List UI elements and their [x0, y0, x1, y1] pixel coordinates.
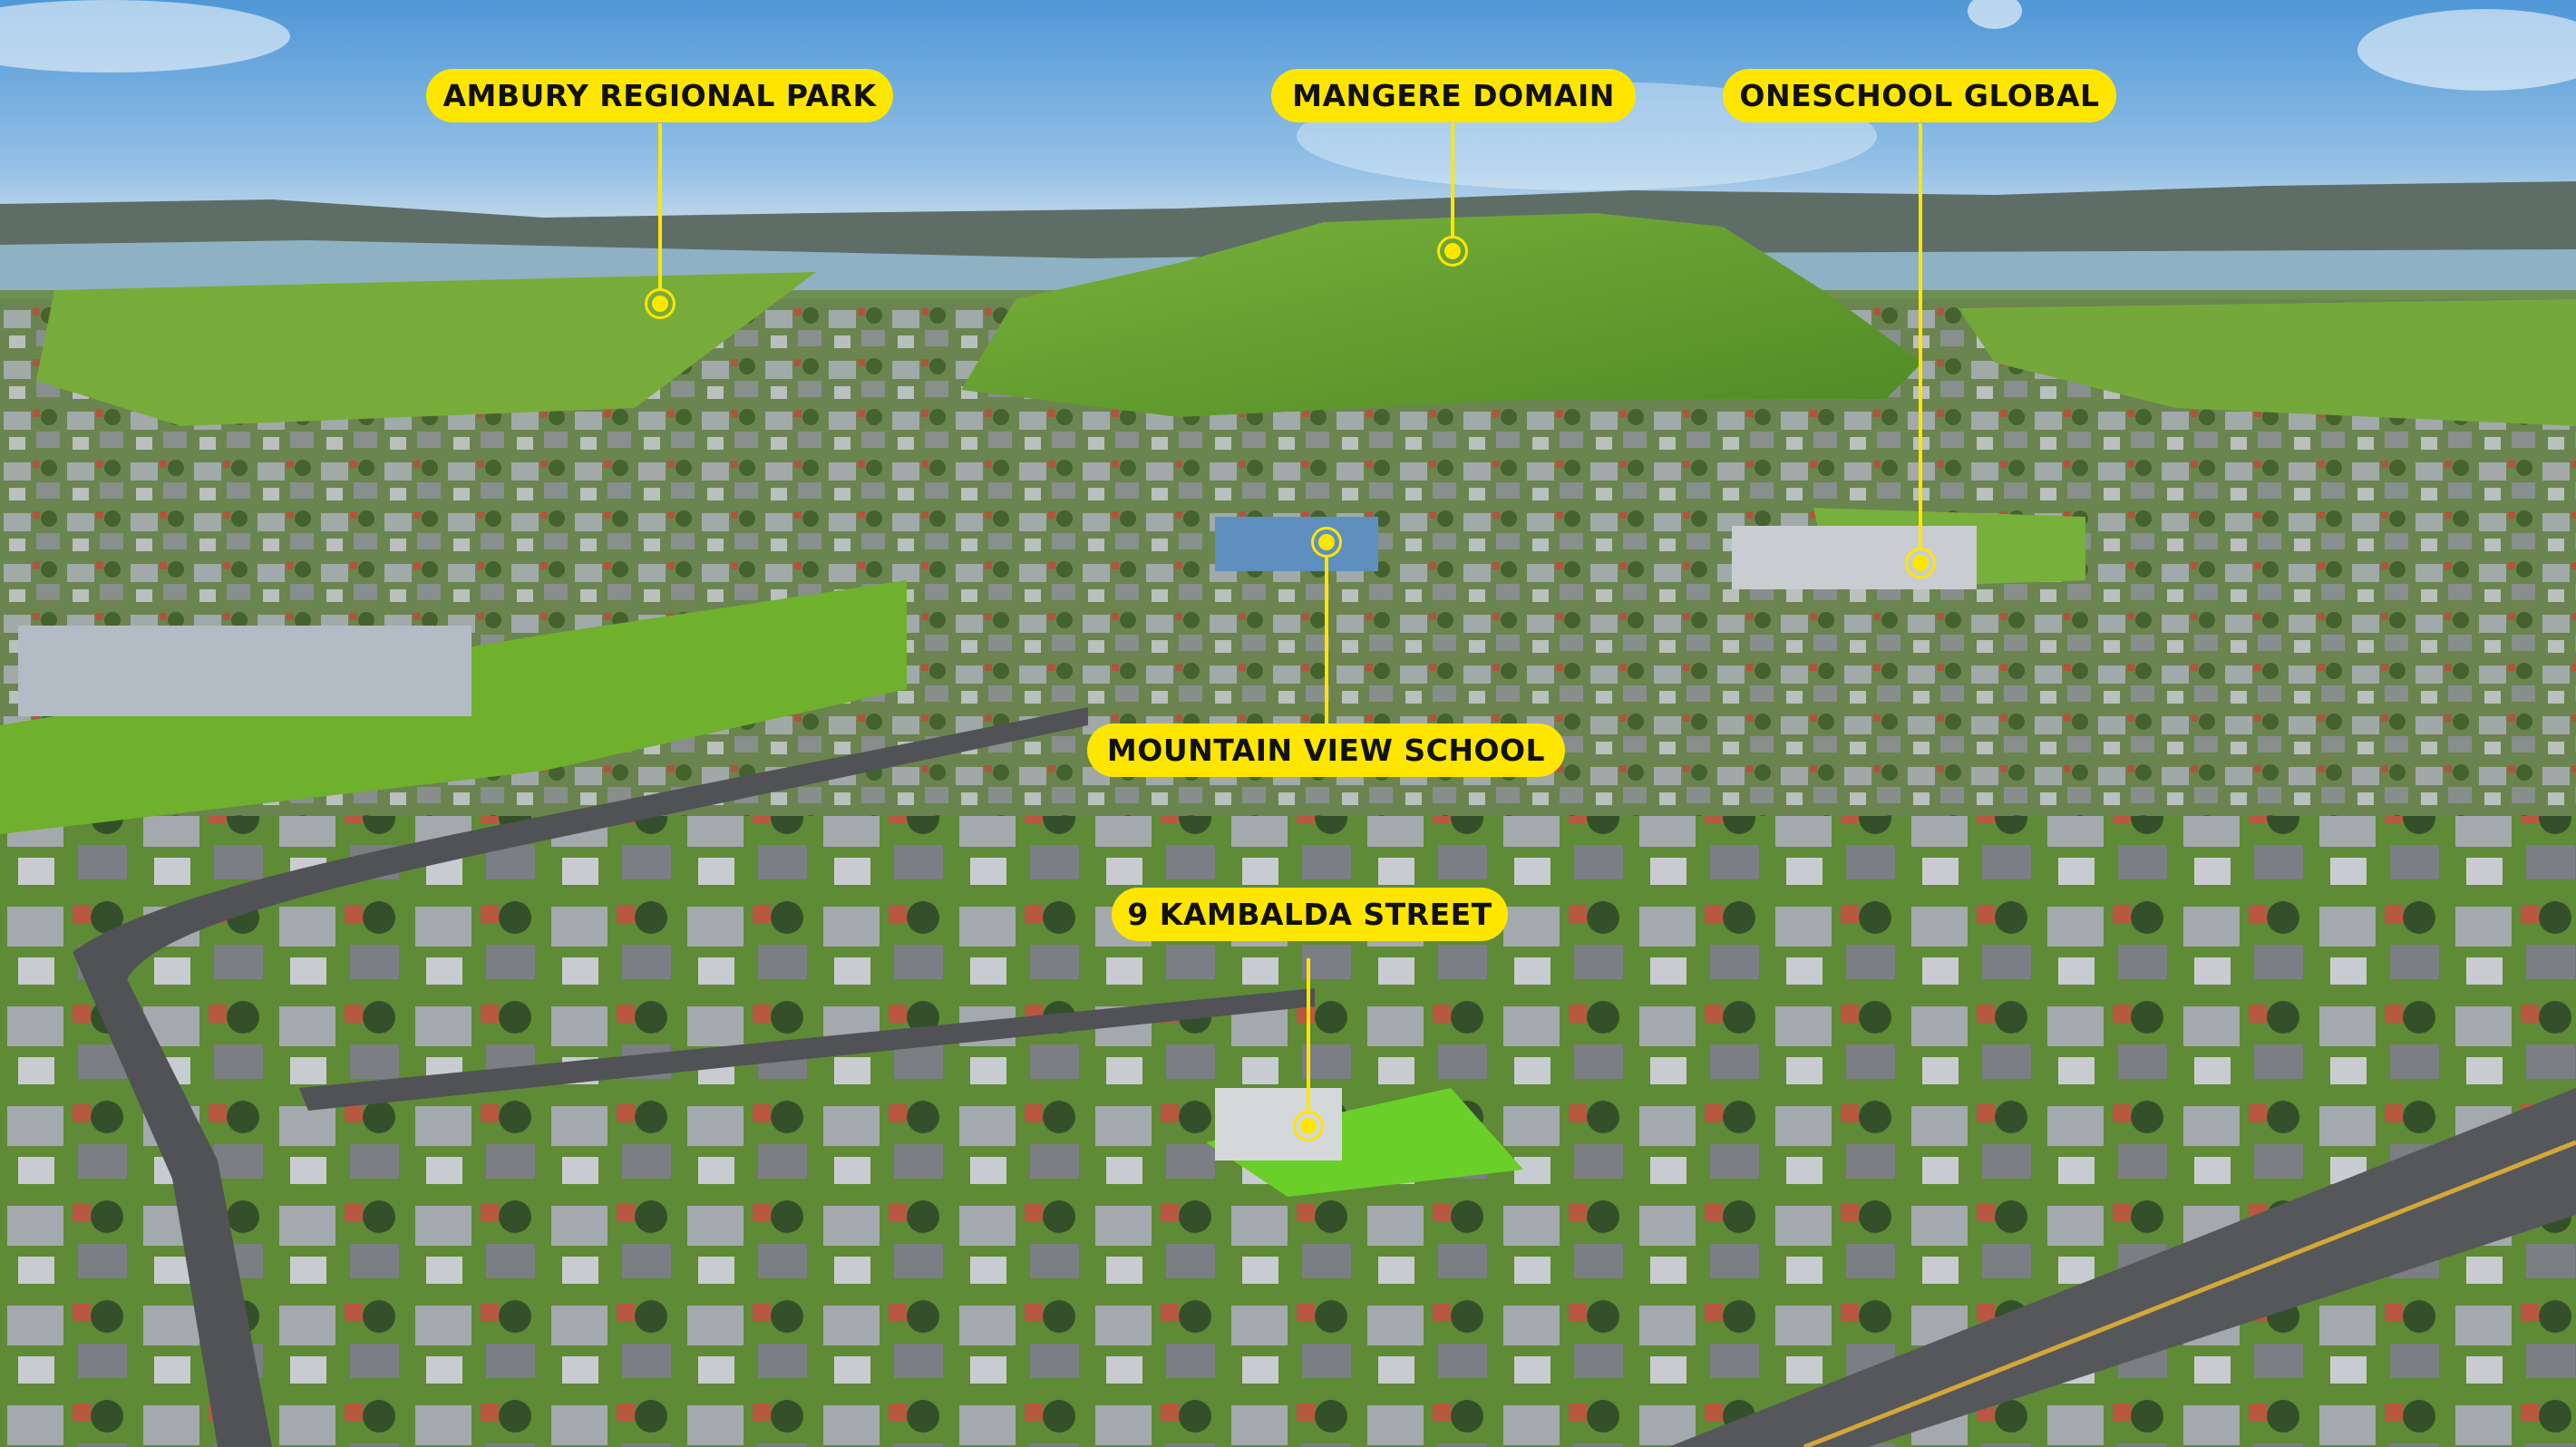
poi-label: MOUNTAIN VIEW SCHOOL — [1087, 724, 1565, 777]
poi-label: MANGERE DOMAIN — [1271, 69, 1636, 122]
property-label: 9 KAMBALDA STREET — [1112, 888, 1508, 941]
location-pin-icon — [1905, 548, 1936, 578]
leader-line — [658, 123, 662, 289]
leader-line — [1325, 558, 1328, 724]
leader-line — [1919, 123, 1922, 549]
location-pin-icon — [645, 288, 676, 319]
location-pin-icon — [1437, 236, 1468, 267]
leader-line — [1451, 123, 1454, 237]
location-pin-icon — [1293, 1111, 1324, 1141]
poi-label: AMBURY REGIONAL PARK — [426, 69, 893, 122]
poi-label: ONESCHOOL GLOBAL — [1723, 69, 2116, 122]
leader-line — [1307, 958, 1310, 1112]
location-pin-icon — [1311, 527, 1342, 558]
